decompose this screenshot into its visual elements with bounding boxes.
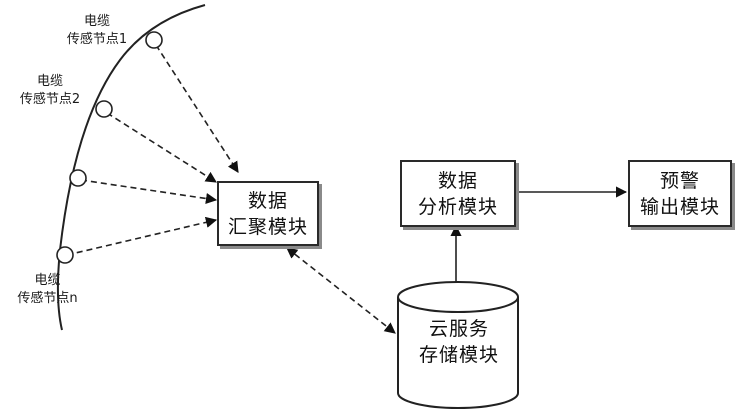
analysis-line1: 数据 xyxy=(437,169,478,192)
sensor-node-n-label-line2: 传感节点n xyxy=(17,291,78,306)
analysis-line2: 分析模块 xyxy=(417,195,498,218)
cloud-storage-line2: 存储模块 xyxy=(418,344,499,366)
sensor-node-1 xyxy=(145,31,163,49)
sensor-node-2-label: 电缆 传感节点2 xyxy=(5,73,95,109)
sensor-node-n xyxy=(56,246,74,264)
data-aggregation-module: 数据 汇聚模块 xyxy=(217,181,319,246)
cloud-storage-line1: 云服务 xyxy=(428,318,489,340)
sensor-node-n-label: 电缆 传感节点n xyxy=(0,272,95,308)
cable-curve xyxy=(56,4,206,331)
sensor-node-2-label-line2: 传感节点2 xyxy=(19,92,81,107)
cloud-storage-cylinder xyxy=(397,281,519,409)
sensor-node-2-label-line1: 电缆 xyxy=(36,74,63,89)
warning-line2: 输出模块 xyxy=(639,195,720,218)
sensor-node-1-label-line2: 传感节点1 xyxy=(66,32,128,47)
warning-output-module: 预警 输出模块 xyxy=(628,160,732,227)
node2-to-aggregation-arrow xyxy=(106,112,217,183)
sensor-node-n-label-line1: 电缆 xyxy=(34,273,61,288)
sensor-node-1-label-line1: 电缆 xyxy=(83,14,110,29)
cloud-storage-module: 云服务 存储模块 xyxy=(399,316,519,368)
noden-to-aggregation-arrow xyxy=(66,216,218,256)
sensor-node-1-label: 电缆 传感节点1 xyxy=(52,13,142,49)
aggregation-line1: 数据 xyxy=(247,189,288,212)
warning-line1: 预警 xyxy=(659,169,700,192)
data-analysis-module: 数据 分析模块 xyxy=(400,160,516,227)
node3-to-aggregation-arrow xyxy=(80,179,218,205)
aggregation-line2: 汇聚模块 xyxy=(227,215,308,238)
node1-to-aggregation-arrow xyxy=(155,44,239,173)
aggregation-cloud-arrow xyxy=(286,247,396,334)
sensor-node-2 xyxy=(95,100,113,118)
sensor-node-3 xyxy=(69,169,87,187)
